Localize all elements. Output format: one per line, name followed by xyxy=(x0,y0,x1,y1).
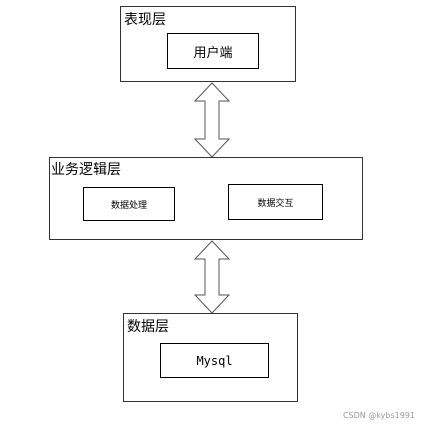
data-layer-title: 数据层 xyxy=(127,319,169,335)
data-processing-box-label: 数据处理 xyxy=(110,200,147,211)
client-box-label: 用户端 xyxy=(193,45,233,61)
double-arrow-bottom-shape xyxy=(193,240,231,314)
data-layer: 数据层 Mysql xyxy=(123,313,298,402)
business-logic-layer: 业务逻辑层 数据处理 数据交互 xyxy=(49,157,363,240)
presentation-layer-title: 表现层 xyxy=(124,12,166,28)
mysql-box-label: Mysql xyxy=(196,353,233,368)
data-processing-box: 数据处理 xyxy=(83,187,175,221)
client-box: 用户端 xyxy=(167,33,259,69)
double-arrow-bottom xyxy=(193,240,231,314)
double-arrow-top xyxy=(193,82,231,158)
business-logic-layer-title: 业务逻辑层 xyxy=(51,162,121,178)
presentation-layer: 表现层 用户端 xyxy=(120,6,296,82)
mysql-box: Mysql xyxy=(160,343,269,378)
csdn-watermark: CSDN @kybs1991 xyxy=(342,411,415,420)
data-interaction-box-label: 数据交互 xyxy=(257,198,294,209)
double-arrow-top-shape xyxy=(193,82,231,158)
data-interaction-box: 数据交互 xyxy=(228,184,323,220)
